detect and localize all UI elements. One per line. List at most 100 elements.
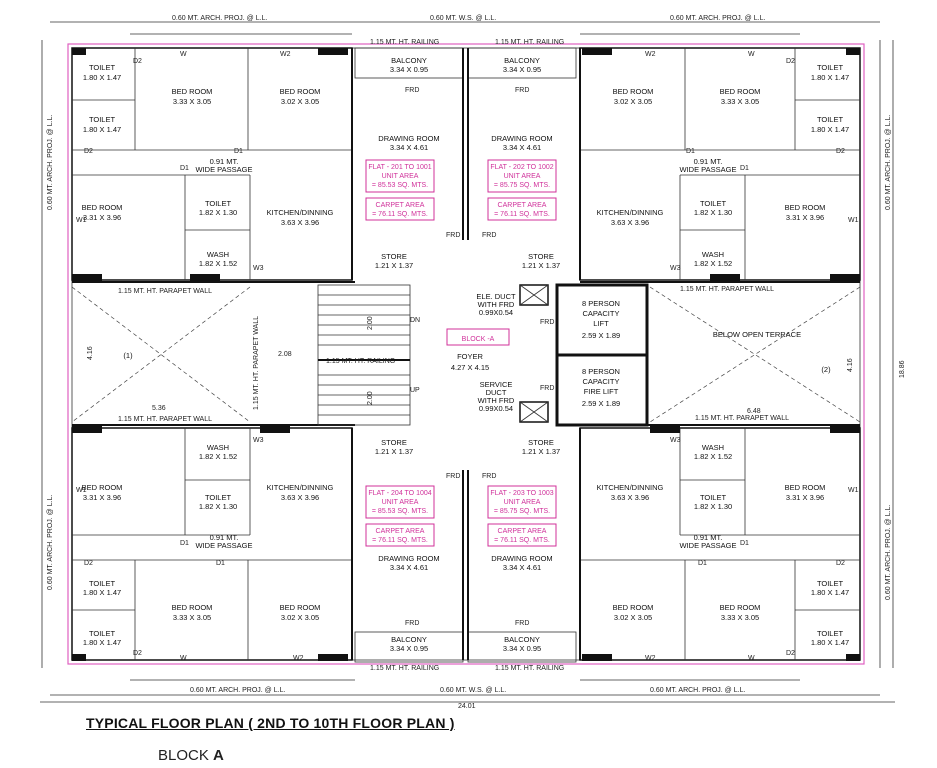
plan-text: W [180, 51, 187, 58]
plan-text: D1 [698, 560, 707, 567]
plan-text: 1.15 MT. HT. RAILING [370, 39, 439, 46]
plan-text: W2 [280, 51, 291, 58]
plan-text: FRD [482, 232, 496, 239]
plan-text: 3.33 X 3.05 [721, 613, 759, 622]
plan-text: D2 [786, 650, 795, 657]
plan-text: 0.91 MT. [210, 157, 239, 166]
plan-text: 3.34 X 4.61 [390, 563, 428, 572]
plan-text: 3.02 X 3.05 [281, 613, 319, 622]
plan-text: UNIT AREA [382, 499, 419, 506]
plan-text: 3.63 X 3.96 [281, 493, 319, 502]
plan-text: 3.63 X 3.96 [611, 493, 649, 502]
dim-side-proj-right-bottom: 0.60 MT. ARCH. PROJ. @ L.L. [885, 505, 892, 600]
plan-text: 3.02 X 3.05 [614, 613, 652, 622]
plan-text: = 85.53 SQ. MTS. [372, 508, 428, 515]
parapet-bottom-right: 1.15 MT. HT. PARAPET WALL [695, 415, 789, 422]
plan-text: WIDE PASSAGE [680, 165, 737, 174]
plan-text: 1.82 X 1.30 [199, 208, 237, 217]
frd-lift-1: FRD [540, 319, 554, 326]
plan-text: 1.80 X 1.47 [83, 125, 121, 134]
plan-text: STORE [381, 252, 407, 261]
building-outline [67, 43, 865, 665]
plan-text: 3.63 X 3.96 [281, 218, 319, 227]
plan-text: TOILET [89, 115, 116, 124]
terrace-label-2: (2) [821, 365, 831, 374]
plan-text: 1.21 X 1.37 [375, 261, 413, 270]
plan-text: FRD [482, 473, 496, 480]
railing-stair: 1.15 MT. HT. RAILING [326, 358, 395, 365]
plan-text: BED ROOM [613, 87, 654, 96]
block-word: BLOCK [158, 747, 209, 764]
plan-text: FRD [446, 232, 460, 239]
plan-text: D1 [180, 165, 189, 172]
plan-text: FLAT - 203 TO 1003 [490, 490, 553, 497]
plan-text: 1.15 MT. HT. RAILING [495, 39, 564, 46]
ele-duct-frd: WITH FRD [478, 300, 515, 309]
dim-side-proj-left-top: 0.60 MT. ARCH. PROJ. @ L.L. [47, 115, 54, 210]
flat-info-201: FLAT - 201 TO 1001 UNIT AREA = 85.53 SQ.… [365, 159, 435, 221]
plan-text: W3 [670, 265, 681, 272]
plan-text: DRAWING ROOM [491, 554, 552, 563]
plan-text: 1.82 X 1.30 [694, 502, 732, 511]
plan-text: D2 [836, 560, 845, 567]
plan-text: W3 [253, 437, 264, 444]
plan-text: TOILET [700, 493, 727, 502]
plan-text: CARPET AREA [498, 528, 547, 535]
ele-duct-dim: 0.99X0.54 [479, 308, 513, 317]
plan-text: W [748, 655, 755, 662]
plan-text: D2 [133, 58, 142, 65]
plan-text: 3.34 X 0.95 [503, 65, 541, 74]
plan-text: BED ROOM [280, 603, 321, 612]
plan-text: W1 [848, 487, 859, 494]
plan-text: TOILET [817, 579, 844, 588]
plan-text: 0.91 MT. [210, 533, 239, 542]
plan-text: FLAT - 204 TO 1004 [368, 490, 431, 497]
plan-text: D2 [836, 148, 845, 155]
plan-text: D1 [234, 148, 243, 155]
plan-text: CARPET AREA [376, 528, 425, 535]
service-duct-label2: DUCT [486, 388, 507, 397]
plan-text: 1.82 X 1.30 [199, 502, 237, 511]
plan-text: D1 [740, 540, 749, 547]
plan-text: 1.21 X 1.37 [522, 261, 560, 270]
plan-text: 1.21 X 1.37 [522, 447, 560, 456]
plan-text: DRAWING ROOM [378, 134, 439, 143]
plan-text: W3 [670, 437, 681, 444]
plan-text: UNIT AREA [504, 173, 541, 180]
plan-text: STORE [528, 252, 554, 261]
plan-text: D1 [686, 148, 695, 155]
plan-text: WIDE PASSAGE [196, 541, 253, 550]
plan-text: DRAWING ROOM [378, 554, 439, 563]
dim-side-proj-left-bottom: 0.60 MT. ARCH. PROJ. @ L.L. [47, 495, 54, 590]
dim-proj-bottom-left: 0.60 MT. ARCH. PROJ. @ L.L. [190, 687, 285, 694]
plan-text: BED ROOM [785, 483, 826, 492]
plan-text: BED ROOM [82, 483, 123, 492]
stair-up: UP [410, 387, 420, 394]
flat-info-203: FLAT - 203 TO 1003 UNIT AREA = 85.75 SQ.… [487, 485, 557, 547]
plan-text: BED ROOM [82, 203, 123, 212]
dim-208: 2.08 [278, 351, 292, 358]
plan-text: 1.82 X 1.52 [694, 452, 732, 461]
plan-text: STORE [381, 438, 407, 447]
plan-text: = 85.75 SQ. MTS. [494, 182, 550, 189]
frd-lift-2: FRD [540, 385, 554, 392]
plan-text: DRAWING ROOM [491, 134, 552, 143]
plan-text: 3.34 X 4.61 [503, 143, 541, 152]
flat-info-202: FLAT - 202 TO 1002 UNIT AREA = 85.75 SQ.… [487, 159, 557, 221]
parapet-top-right: 1.15 MT. HT. PARAPET WALL [680, 286, 774, 293]
plan-text: D2 [84, 148, 93, 155]
parapet-top-left: 1.15 MT. HT. PARAPET WALL [118, 288, 212, 295]
plan-text: BALCONY [504, 635, 540, 644]
lift-dim-1: 2.59 X 1.89 [582, 331, 620, 340]
dim-ws-top: 0.60 MT. W.S. @ L.L. [430, 15, 496, 22]
plan-text: STORE [528, 438, 554, 447]
plan-text: 3.33 X 3.05 [173, 613, 211, 622]
plan-text: W2 [645, 655, 656, 662]
plan-text: 3.34 X 0.95 [503, 644, 541, 653]
plan-text: BED ROOM [720, 87, 761, 96]
plan-text: TOILET [817, 63, 844, 72]
plan-text: W [748, 51, 755, 58]
plan-text: 1.82 X 1.52 [199, 452, 237, 461]
